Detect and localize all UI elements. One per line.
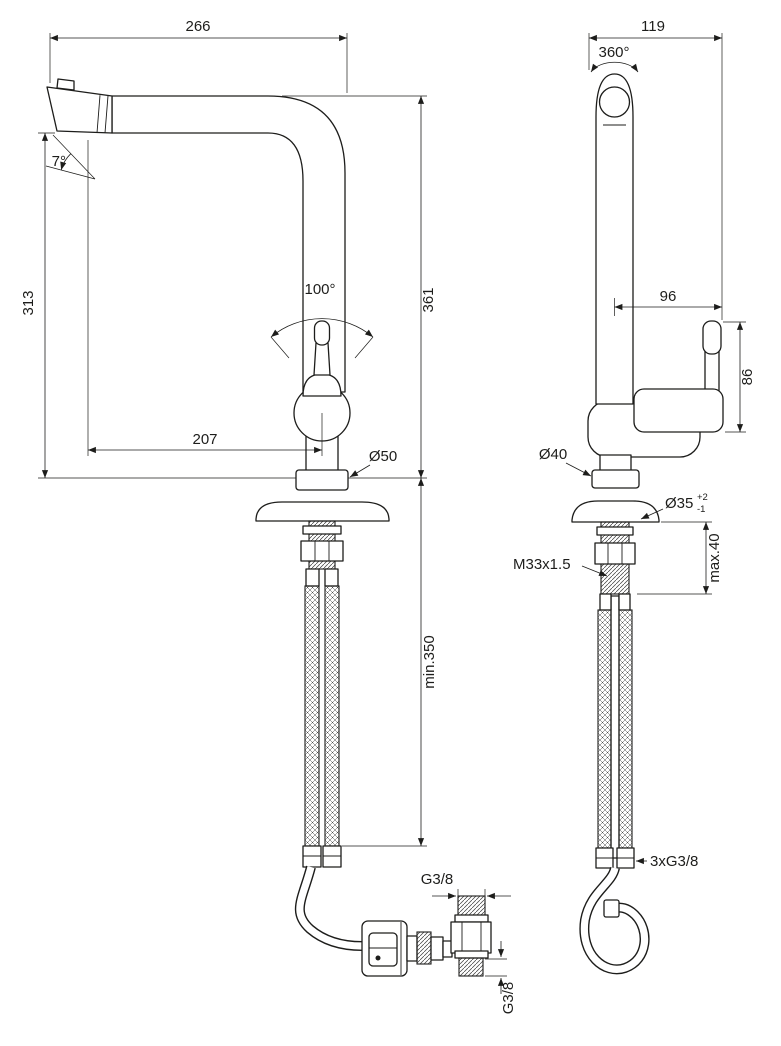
dim-207-ext	[87, 140, 323, 456]
chain-fitting-2	[430, 936, 444, 961]
head-joint-line	[96, 95, 109, 134]
spray-hose-middle	[610, 595, 620, 859]
spray-hose-core	[296, 866, 363, 950]
check-valve-collar-top	[454, 914, 489, 923]
nut-facets-front	[607, 543, 623, 564]
spray-hose-end-fitting	[603, 899, 620, 918]
dim-d35-leader	[640, 508, 664, 520]
side-view-group: 266 7° 313 100° 361 207 Ø50 min.350 G3/8	[20, 18, 517, 1014]
supply-hose-left	[304, 585, 320, 847]
dim-m33-leader	[581, 565, 608, 577]
dim-361-ext	[282, 95, 427, 479]
check-valve-facets	[461, 922, 482, 953]
dim-label-min350: min.350	[421, 635, 438, 688]
supply-hose-right	[324, 585, 340, 847]
dim-label-119: 119	[641, 18, 665, 35]
dim-label-d40: Ø40	[539, 446, 567, 463]
nut-facets	[314, 541, 330, 561]
dim-label-313: 313	[20, 290, 37, 315]
hose-fitting-right	[322, 845, 342, 868]
dim-label-g38-outlet: G3/8	[500, 982, 517, 1015]
dim-label-207: 207	[192, 431, 217, 448]
mounting-nut	[300, 540, 344, 562]
valve-block-dot	[375, 955, 381, 961]
handle-stem	[313, 342, 331, 376]
spray-hose-loop-core	[580, 866, 649, 973]
dim-label-7deg: 7°	[52, 153, 66, 170]
dim-label-96: 96	[660, 288, 677, 305]
hose-connector-left	[305, 568, 320, 587]
hose-connector-right	[324, 568, 339, 587]
spout-end-circle	[598, 86, 631, 118]
dim-100deg-arc	[270, 318, 374, 338]
dim-360-arc	[590, 61, 639, 73]
shank-washer	[302, 525, 342, 535]
spout-column	[595, 73, 634, 405]
hose-connector-right-front	[618, 593, 631, 611]
dim-g38-outlet-ext	[485, 958, 507, 977]
hose-connector-left-front	[599, 593, 612, 611]
dim-label-100deg: 100°	[304, 281, 335, 298]
supply-hose-right-front	[618, 609, 633, 849]
base-flange	[295, 469, 349, 491]
dim-label-360: 360°	[598, 44, 629, 61]
shank-washer-front	[596, 526, 634, 536]
supply-hose-left-front	[597, 609, 612, 849]
hose-fitting-left	[302, 845, 322, 868]
check-valve-outlet-thread	[458, 957, 484, 977]
dim-label-max40: max.40	[706, 533, 723, 582]
dim-label-d35-tol-lower: -1	[697, 504, 705, 515]
lever-neck	[704, 350, 720, 392]
dim-7deg-arc	[60, 153, 72, 171]
dim-d50-leader	[349, 464, 371, 478]
lever-arm	[633, 388, 724, 433]
dim-label-361: 361	[420, 287, 437, 312]
escutcheon	[255, 501, 390, 522]
dim-label-d35-tol-upper: +2	[697, 492, 708, 503]
dim-label-m33: M33x1.5	[513, 556, 571, 573]
chain-fitting-1	[406, 935, 418, 962]
dim-label-g38: G3/8	[421, 871, 454, 888]
dim-label-d50: Ø50	[369, 448, 397, 465]
lever-knob	[702, 320, 722, 355]
dim-label-266: 266	[185, 18, 210, 35]
dim-313-ext	[38, 132, 296, 479]
check-valve-collar-bottom	[454, 950, 489, 959]
dim-label-d35: Ø35	[665, 495, 693, 512]
handle-knob	[313, 320, 331, 346]
check-valve-inlet-thread	[457, 895, 486, 918]
spout-tube	[111, 95, 346, 393]
mounting-nut-front	[594, 542, 636, 565]
front-view-group: 119 360° 96 86 Ø40 Ø35 +2 -1 M33x1.5 max…	[513, 18, 756, 975]
pullout-spout-head	[46, 86, 113, 134]
dim-d40-leader	[565, 462, 592, 477]
escutcheon-front	[571, 500, 660, 523]
check-valve-body	[450, 921, 492, 954]
dim-100deg-lines	[270, 336, 374, 359]
dim-266-ext	[49, 33, 348, 93]
dim-label-86: 86	[739, 369, 756, 386]
dim-g38-ext	[457, 889, 486, 903]
chain-knurl	[416, 931, 432, 965]
valve-block-face	[368, 932, 398, 967]
dim-max40-ext	[637, 521, 712, 595]
dim-label-3xg38: 3xG3/8	[650, 853, 698, 870]
base-flange-front	[591, 469, 640, 489]
